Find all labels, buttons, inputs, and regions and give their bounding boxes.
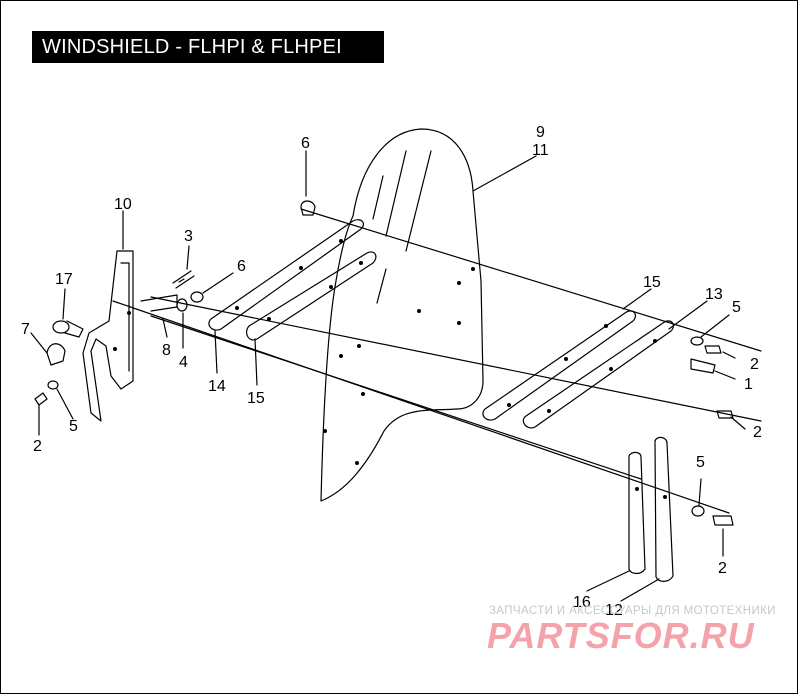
screw xyxy=(704,345,722,354)
callout-5: 5 xyxy=(696,454,705,471)
windshield xyxy=(320,128,484,502)
callout-11: 11 xyxy=(532,142,549,159)
mounting-strip xyxy=(522,320,675,429)
callout-10: 10 xyxy=(114,196,132,213)
callout-6: 6 xyxy=(301,135,310,152)
callout-6: 6 xyxy=(237,258,246,275)
lower-bracket xyxy=(628,451,646,575)
well-nut xyxy=(190,291,204,303)
diagram-title: WINDSHIELD - FLHPI & FLHPEI xyxy=(32,31,384,63)
washer xyxy=(47,380,59,390)
callout-14: 14 xyxy=(208,378,226,395)
wire-clip xyxy=(140,294,178,312)
callout-2: 2 xyxy=(33,438,42,455)
screw xyxy=(690,358,716,374)
windshield-highlight xyxy=(372,150,432,304)
screw xyxy=(34,392,48,406)
grommet xyxy=(52,320,70,334)
screw xyxy=(712,515,734,526)
stud xyxy=(172,270,195,289)
callout-15: 15 xyxy=(247,390,265,407)
lower-bracket xyxy=(654,436,674,582)
callout-2: 2 xyxy=(753,424,762,441)
callout-17: 17 xyxy=(55,271,73,288)
callout-2: 2 xyxy=(750,356,759,373)
callout-13: 13 xyxy=(705,286,723,303)
washer xyxy=(690,336,704,346)
well-nut xyxy=(300,200,316,216)
callout-5: 5 xyxy=(732,299,741,316)
callout-4: 4 xyxy=(179,354,188,371)
watermark-tagline: ЗАПЧАСТИ И АКСЕССУАРЫ ДЛЯ МОТОТЕХНИКИ xyxy=(489,605,776,617)
mounting-strip xyxy=(208,219,365,331)
mounting-strip xyxy=(245,251,377,341)
acorn-nut xyxy=(46,343,66,366)
callout-1: 1 xyxy=(744,376,753,393)
washer xyxy=(176,298,188,312)
callout-3: 3 xyxy=(184,228,193,245)
callout-9: 9 xyxy=(536,124,545,141)
callout-8: 8 xyxy=(162,342,171,359)
windshield-mount-bracket xyxy=(82,250,134,422)
callout-12: 12 xyxy=(605,602,623,619)
washer xyxy=(691,505,705,517)
callout-15: 15 xyxy=(643,274,661,291)
mounting-strip xyxy=(482,310,637,421)
callout-16: 16 xyxy=(573,594,591,611)
callout-5: 5 xyxy=(69,418,78,435)
callout-7: 7 xyxy=(21,321,30,338)
callout-2: 2 xyxy=(718,560,727,577)
watermark-logo: PARTSFOR.RU xyxy=(487,615,755,656)
